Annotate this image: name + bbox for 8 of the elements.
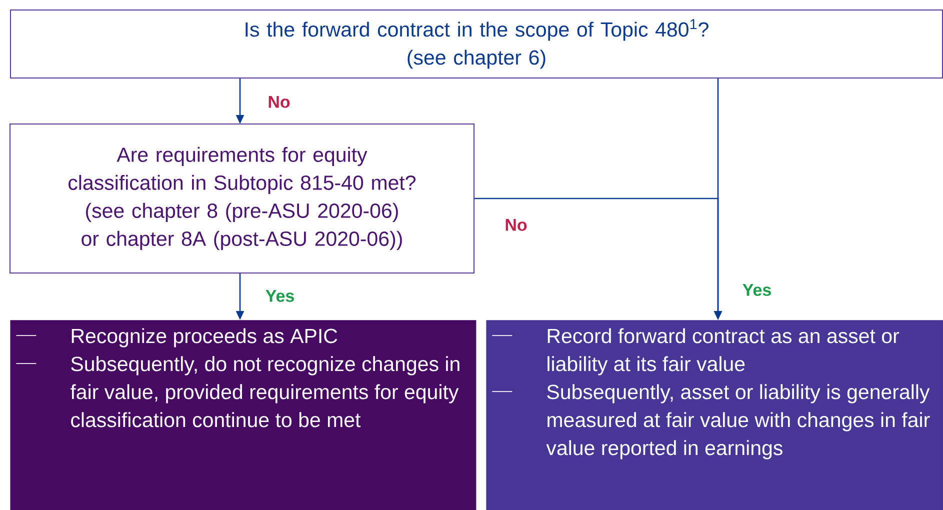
edge-label: Yes bbox=[742, 284, 771, 296]
edge-label: No bbox=[268, 96, 290, 108]
edge-label: No bbox=[506, 219, 527, 231]
question-box: Are requirements for equity classification in Subtopic 815-40 met? (see chapter 8 (pre-ASU 2020-06) or chapter 8A (post-ASU 2020-06)) bbox=[10, 124, 474, 274]
result-box: Record forward contract as an asset or liability at its fair value Subsequently, asset or liability is generally measured at fair value with changes in fair value reported in earnings bbox=[486, 320, 943, 510]
edge-label: Yes bbox=[266, 290, 294, 302]
question-box: Is the forward contract in the scope of Topic 480$^{1}$? (see chapter 6) bbox=[10, 10, 943, 78]
result-box: Recognize proceeds as APIC Subsequently, do not recognize changes in fair value, provided requirements for equity classification continue to be met bbox=[10, 320, 476, 510]
